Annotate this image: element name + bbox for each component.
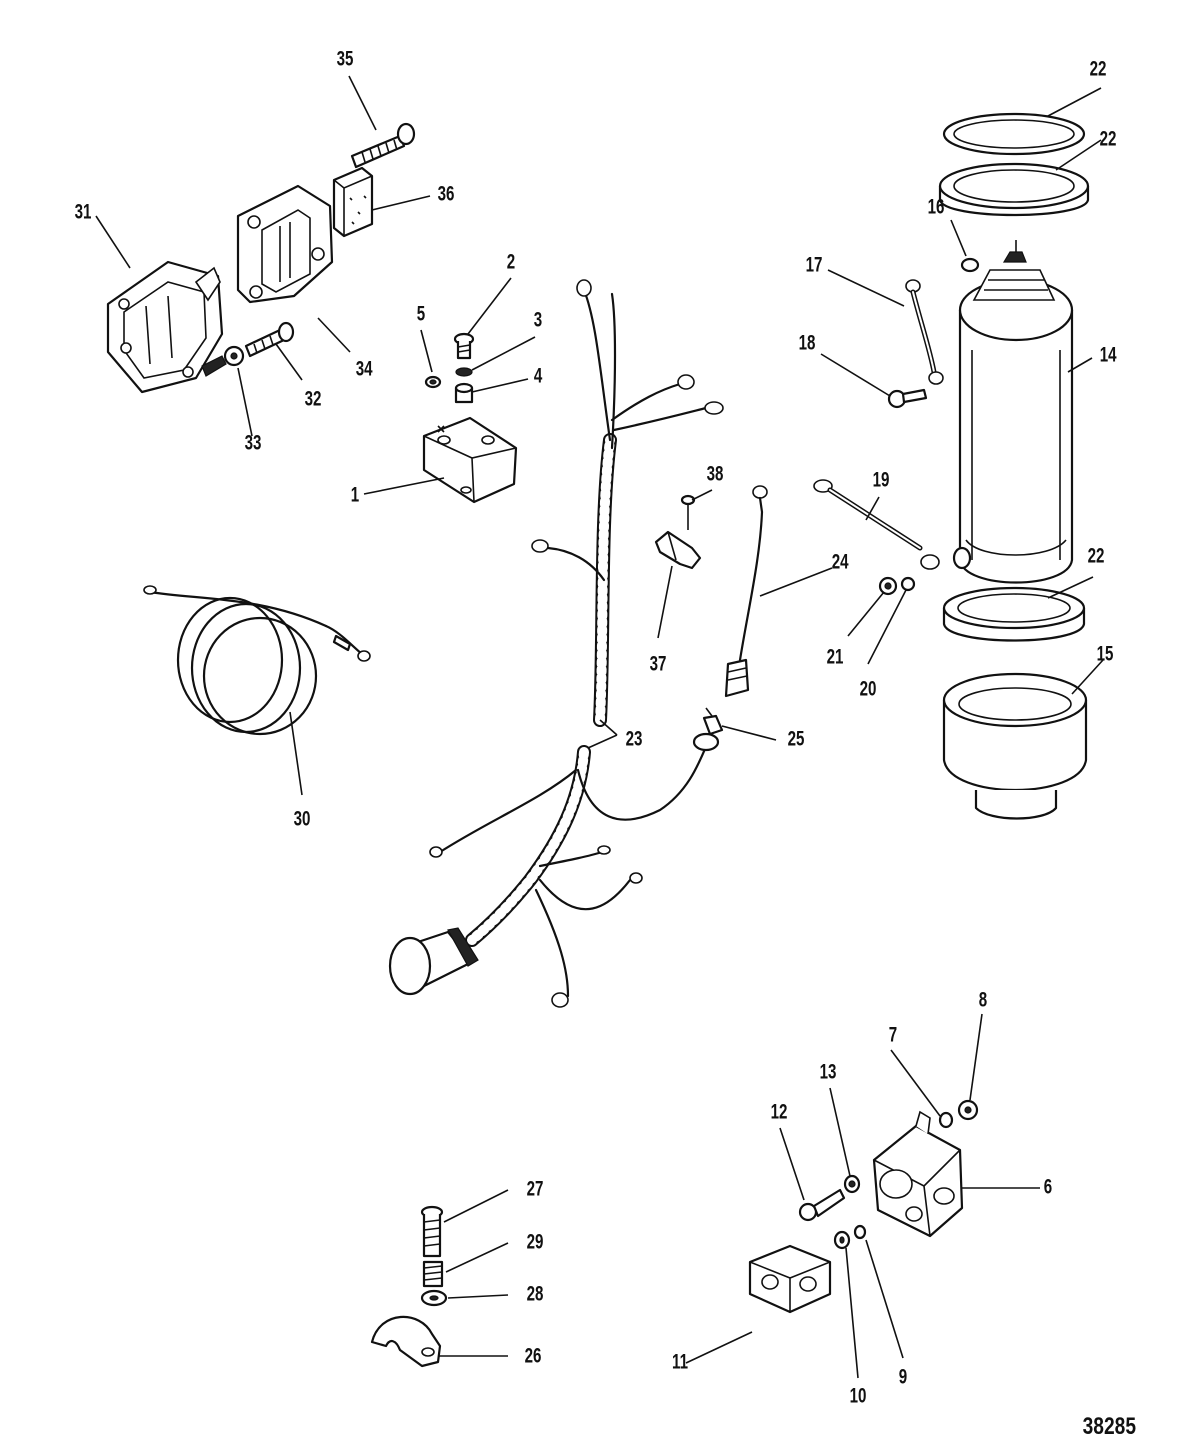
solenoid-6-drawing xyxy=(872,1110,964,1238)
callout-31: 30 xyxy=(294,806,311,830)
callout-1: 1 xyxy=(351,482,359,506)
spacer-4-drawing xyxy=(454,382,474,404)
callout-27: 26 xyxy=(525,1343,542,1367)
callout-39: 38 xyxy=(707,461,724,485)
callout-22-bottom: 22 xyxy=(1088,543,1105,567)
screw-2-drawing xyxy=(453,332,475,360)
callout-15: 15 xyxy=(1097,641,1114,665)
callout-32: 31 xyxy=(75,199,92,223)
washer-29-drawing xyxy=(420,1289,448,1307)
collar-22-bottom-drawing xyxy=(942,586,1086,642)
callout-13: 13 xyxy=(820,1059,837,1083)
callout-30: 29 xyxy=(527,1229,544,1253)
spring-30-drawing xyxy=(422,1260,444,1288)
callout-6: 6 xyxy=(1044,1174,1052,1198)
callout-23: 22 xyxy=(1090,56,1107,80)
callout-9: 9 xyxy=(899,1364,907,1388)
callout-17: 17 xyxy=(806,252,823,276)
callout-25: 24 xyxy=(832,549,849,573)
callout-20: 20 xyxy=(860,676,877,700)
callout-35: 34 xyxy=(356,356,373,380)
callout-36: 35 xyxy=(337,46,354,70)
callout-34: 33 xyxy=(245,430,262,454)
callout-3: 3 xyxy=(534,307,542,331)
clamp-38-drawing xyxy=(654,530,702,570)
callout-8: 8 xyxy=(979,987,987,1011)
wire-25-drawing xyxy=(724,485,768,698)
callout-38: 37 xyxy=(650,651,667,675)
nut-10-drawing xyxy=(833,1230,851,1250)
pin-26-drawing xyxy=(692,707,724,752)
callout-21: 21 xyxy=(827,644,844,668)
callout-labels: 35 36 31 34 32 33 2 3 4 5 1 38 37 24 23 … xyxy=(75,46,1118,1407)
washer-3-drawing xyxy=(455,367,473,377)
figure-number: 38285 xyxy=(1083,1412,1136,1440)
callout-26: 25 xyxy=(788,726,805,750)
cable-17-drawing xyxy=(905,279,944,385)
bracket-35-drawing xyxy=(236,184,334,304)
rectifier-1-drawing xyxy=(422,416,518,504)
collar-22-top-drawing xyxy=(938,162,1090,217)
washer-20-drawing xyxy=(900,576,916,592)
callout-7: 7 xyxy=(889,1022,897,1046)
callout-28: 27 xyxy=(527,1176,544,1200)
terminal-block-11-drawing xyxy=(748,1244,832,1314)
screw-39-drawing xyxy=(680,494,696,530)
bolt-18-drawing xyxy=(887,388,928,409)
nut-16-drawing xyxy=(960,257,980,273)
nut-21-drawing xyxy=(878,576,898,596)
callout-22-top: 22 xyxy=(1100,126,1117,150)
callout-14: 14 xyxy=(1100,342,1117,366)
nut-8-drawing xyxy=(957,1099,979,1121)
pad-37-drawing xyxy=(332,166,374,238)
wiring-harness-24-drawing xyxy=(388,279,724,1008)
callout-11: 11 xyxy=(672,1349,688,1373)
coiled-wire-31-drawing xyxy=(143,585,371,736)
bolt-36-drawing xyxy=(350,122,416,169)
callout-2: 2 xyxy=(507,249,515,273)
callout-33: 32 xyxy=(305,386,322,410)
callout-12: 12 xyxy=(771,1099,788,1123)
callout-29: 28 xyxy=(527,1281,544,1305)
washer-13-drawing xyxy=(843,1174,861,1194)
housing-32-drawing xyxy=(106,260,227,394)
callout-19: 19 xyxy=(873,467,890,491)
washer-9-drawing xyxy=(853,1224,867,1240)
washer-34-drawing xyxy=(223,345,245,367)
nut-5-drawing xyxy=(424,375,442,389)
callout-5: 5 xyxy=(417,301,425,325)
callout-37: 36 xyxy=(438,181,455,205)
clamp-27-drawing xyxy=(370,1315,442,1368)
washer-7-drawing xyxy=(938,1111,954,1129)
callout-18: 18 xyxy=(799,330,816,354)
cable-19-drawing xyxy=(813,479,940,570)
leader-lines xyxy=(95,75,1104,1379)
starter-motor-14-drawing xyxy=(952,240,1074,584)
ring-23-drawing xyxy=(942,112,1086,156)
callout-4: 4 xyxy=(534,363,543,387)
bolt-28-drawing xyxy=(420,1205,444,1258)
callout-10: 10 xyxy=(850,1383,867,1407)
bolt-12-drawing xyxy=(798,1188,846,1222)
callout-24: 23 xyxy=(626,726,643,750)
end-cap-15-drawing xyxy=(942,672,1088,820)
callout-16: 16 xyxy=(928,194,945,218)
bolt-33-drawing xyxy=(244,321,295,358)
